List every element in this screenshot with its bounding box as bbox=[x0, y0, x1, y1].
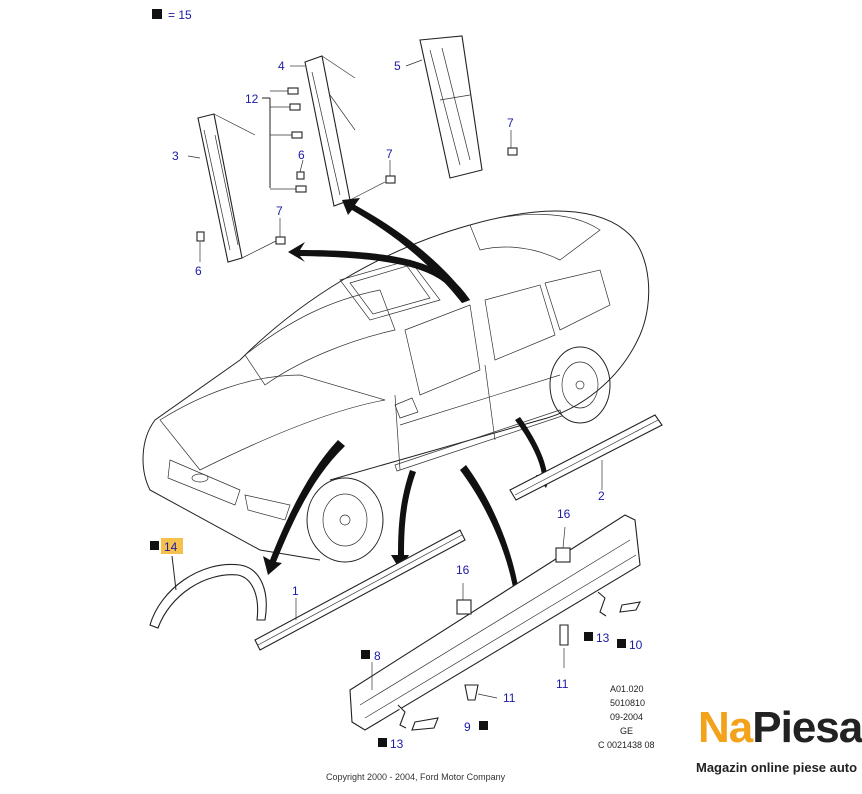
callout-8: 8 bbox=[374, 649, 381, 663]
info-line-3: 09-2004 bbox=[610, 712, 643, 722]
highlight-14 bbox=[161, 538, 183, 554]
callout-14: 14 bbox=[164, 540, 178, 554]
fasteners bbox=[397, 547, 641, 731]
brand-name: NaPiesa bbox=[698, 704, 862, 752]
part-1-moulding bbox=[254, 529, 466, 651]
part-7-screw bbox=[507, 147, 518, 156]
callout-10: 10 bbox=[629, 638, 643, 652]
legend-marker-8 bbox=[361, 650, 370, 659]
callout-16-left: 16 bbox=[456, 563, 470, 577]
info-line-1: A01.020 bbox=[610, 684, 644, 694]
callout-6-upper: 6 bbox=[298, 148, 305, 162]
legend-text: = 15 bbox=[168, 8, 192, 22]
callout-7-left: 7 bbox=[276, 204, 283, 218]
legend-marker-13-right bbox=[584, 632, 593, 641]
part-3-pillar-trim bbox=[197, 113, 279, 263]
info-line-2: 5010810 bbox=[610, 698, 645, 708]
arrows bbox=[263, 198, 551, 614]
copyright: Copyright 2000 - 2004, Ford Motor Compan… bbox=[326, 772, 506, 782]
callout-9: 9 bbox=[464, 720, 471, 734]
car-illustration bbox=[142, 210, 650, 563]
callout-1: 1 bbox=[292, 584, 299, 598]
part-14-wheel-arch bbox=[149, 555, 267, 629]
info-line-5: C 0021438 08 bbox=[598, 740, 655, 750]
part-7-screw bbox=[385, 175, 396, 184]
brand-logo: NaPiesa Magazin online piese auto bbox=[694, 700, 862, 794]
part-5-pillar-trim bbox=[419, 35, 483, 179]
callout-2: 2 bbox=[598, 489, 605, 503]
brand-name-part1: Na bbox=[698, 703, 753, 752]
callout-13-right: 13 bbox=[596, 631, 610, 645]
callout-6-lower: 6 bbox=[195, 264, 202, 278]
part-6-clip bbox=[296, 171, 305, 180]
legend-marker-square bbox=[152, 9, 162, 19]
callout-7-right: 7 bbox=[507, 116, 514, 130]
brand-name-part2: Piesa bbox=[752, 703, 862, 752]
part-7-screw bbox=[275, 236, 286, 245]
info-block: A01.020 5010810 09-2004 GE C 0021438 08 bbox=[598, 684, 655, 750]
part-8-sill-moulding bbox=[349, 514, 641, 731]
callout-11-left: 11 bbox=[503, 691, 516, 705]
brand-tagline: Magazin online piese auto bbox=[696, 760, 858, 775]
callout-13-left: 13 bbox=[390, 737, 404, 751]
leader-lines bbox=[187, 59, 603, 699]
callout-5: 5 bbox=[394, 59, 401, 73]
part-2-moulding bbox=[509, 414, 663, 501]
callout-16-right: 16 bbox=[557, 507, 571, 521]
legend-marker-10 bbox=[617, 639, 626, 648]
legend-marker-14 bbox=[150, 541, 159, 550]
info-line-4: GE bbox=[620, 726, 633, 736]
legend-marker-13-left bbox=[378, 738, 387, 747]
callout-4: 4 bbox=[278, 59, 285, 73]
callout-12: 12 bbox=[245, 92, 259, 106]
part-12-clips bbox=[262, 87, 307, 193]
callout-3: 3 bbox=[172, 149, 179, 163]
callout-7-center: 7 bbox=[386, 147, 393, 161]
part-6-clip bbox=[196, 231, 205, 242]
part-4-pillar-trim bbox=[304, 55, 386, 207]
legend-marker-9 bbox=[479, 721, 488, 730]
callout-11-right: 11 bbox=[556, 677, 569, 691]
